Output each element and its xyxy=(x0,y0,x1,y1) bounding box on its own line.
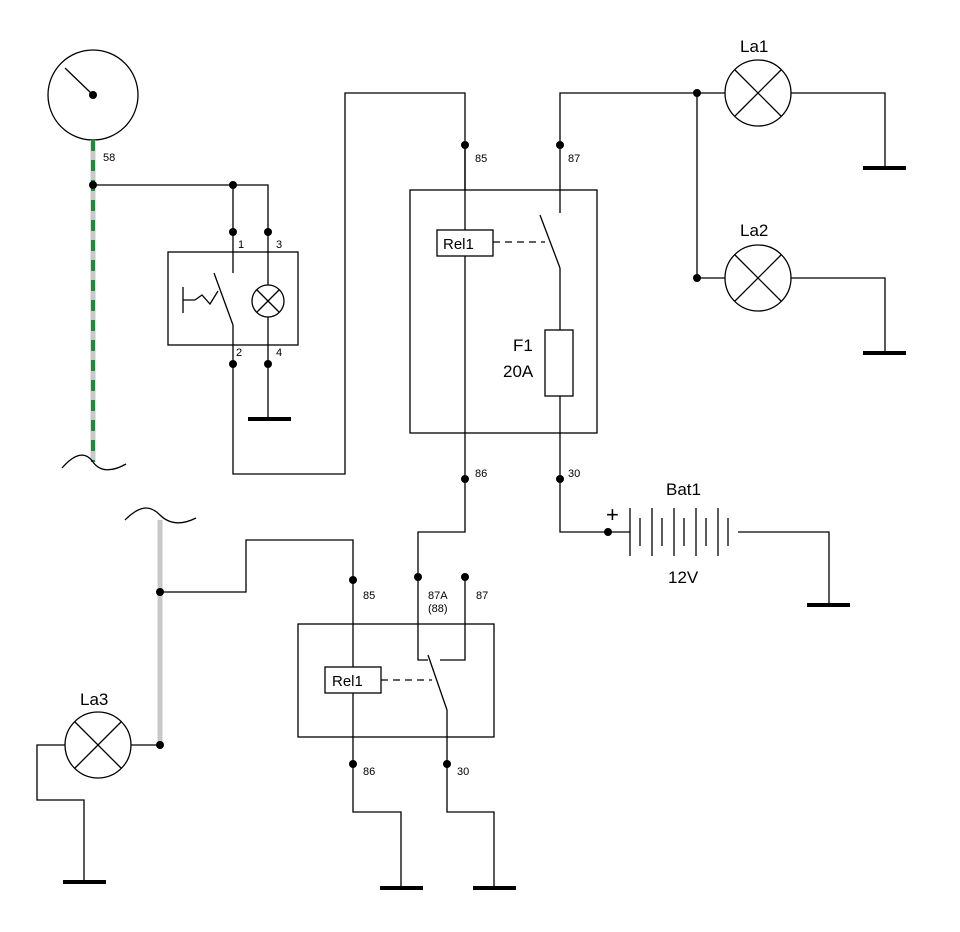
relay1-pin30-label: 30 xyxy=(568,468,580,480)
switch-pin1-dot xyxy=(229,228,237,236)
fuse-f1 xyxy=(544,329,574,397)
relay1-pin87-label: 87 xyxy=(568,153,580,165)
relay1-switch-blade xyxy=(539,214,561,269)
switch-pin3-label: 3 xyxy=(276,239,282,251)
switch-blade xyxy=(213,272,234,326)
relay2-pin87-label: 87 xyxy=(476,590,488,602)
la1-name: La1 xyxy=(740,37,768,56)
wire-switch-pin3 xyxy=(233,184,269,232)
relay1-housing xyxy=(409,189,598,434)
wire-to-la2 xyxy=(696,93,725,279)
wire-relay1-86-to-relay2-87a xyxy=(417,479,466,577)
switch-pin2-label: 2 xyxy=(236,347,242,359)
junction-la2 xyxy=(693,274,701,282)
relay1-pin86-label: 86 xyxy=(475,468,487,480)
relay2-switch-blade xyxy=(427,654,448,711)
la1-ground-wire xyxy=(791,92,886,168)
fuse-rating: 20A xyxy=(503,362,534,381)
relay2-pin88-label: (88) xyxy=(428,603,448,615)
la3-ground-wire xyxy=(36,744,85,882)
relay2-pin85-dot xyxy=(349,576,357,584)
signal-wire-grey xyxy=(124,507,197,749)
relay2-housing xyxy=(297,623,495,738)
la3-cross-b xyxy=(74,721,122,769)
switch-pin3-dot xyxy=(264,228,272,236)
junction-58 xyxy=(89,181,97,189)
relay2-pin30-label: 30 xyxy=(457,766,469,778)
wire-switch-to-relay1-85 xyxy=(232,92,466,475)
la3-name: La3 xyxy=(80,690,108,709)
la1-cross-b xyxy=(734,69,782,117)
gauge xyxy=(47,49,139,141)
fuse-name: F1 xyxy=(513,336,533,355)
battery-name: Bat1 xyxy=(666,480,701,499)
relay2-pin87-dot xyxy=(461,573,469,581)
relay2-pin86-label: 86 xyxy=(363,766,375,778)
la2-name: La2 xyxy=(740,221,768,240)
battery-ground-wire xyxy=(738,531,830,605)
battery-voltage: 12V xyxy=(668,568,699,587)
relay1-pin85-label: 85 xyxy=(475,153,487,165)
relay2-86-ground-wire xyxy=(352,764,402,888)
switch-actuator-bracket xyxy=(182,287,195,313)
la2-ground-wire xyxy=(791,277,886,353)
relay2-pin87a-label: 87A xyxy=(428,590,448,602)
wire-break-symbol-2 xyxy=(124,507,197,524)
gauge-needle xyxy=(64,67,94,96)
gauge-pivot xyxy=(89,91,97,99)
junction-switch-top xyxy=(229,181,237,189)
lamp-la1: La1 xyxy=(724,37,906,170)
relay2-contact-87 xyxy=(440,577,466,661)
switch-pin1-label: 1 xyxy=(238,239,244,251)
relay2-pin85-label: 85 xyxy=(363,590,375,602)
switch-actuator xyxy=(194,290,219,306)
battery-plus-dot xyxy=(604,528,612,536)
lamp-la2: La2 xyxy=(724,221,906,355)
wire-grey-to-relay2-85 xyxy=(160,539,354,593)
relay2-pin87a-dot xyxy=(414,573,422,581)
relay2-name: Rel1 xyxy=(332,673,363,690)
lamp-la3: La3 xyxy=(36,690,160,884)
relay1: Rel1 F1 20A 85 87 86 30 xyxy=(409,141,598,483)
relay2-30-ground-wire xyxy=(446,764,495,888)
la2-cross-b xyxy=(734,254,782,302)
wire-break-symbol xyxy=(61,454,127,471)
battery-plus-sign: + xyxy=(606,502,619,527)
pin-label-58: 58 xyxy=(103,152,115,164)
wire-relay1-30-to-battery xyxy=(559,479,630,533)
switch-block: 1 3 2 4 xyxy=(167,228,299,421)
signal-wire-58 xyxy=(61,140,127,471)
switch-pin4-label: 4 xyxy=(276,347,282,359)
indicator-lamp-cross-b xyxy=(256,289,280,313)
relay2: Rel1 85 87A (88) 87 86 30 xyxy=(297,573,516,890)
relay2-contact-87a xyxy=(417,577,428,661)
switch-pin4-dot xyxy=(264,360,272,368)
battery: + Bat1 12V xyxy=(559,479,850,607)
wire-relay1-87-to-lamps xyxy=(559,92,697,145)
relay1-name: Rel1 xyxy=(443,236,474,253)
